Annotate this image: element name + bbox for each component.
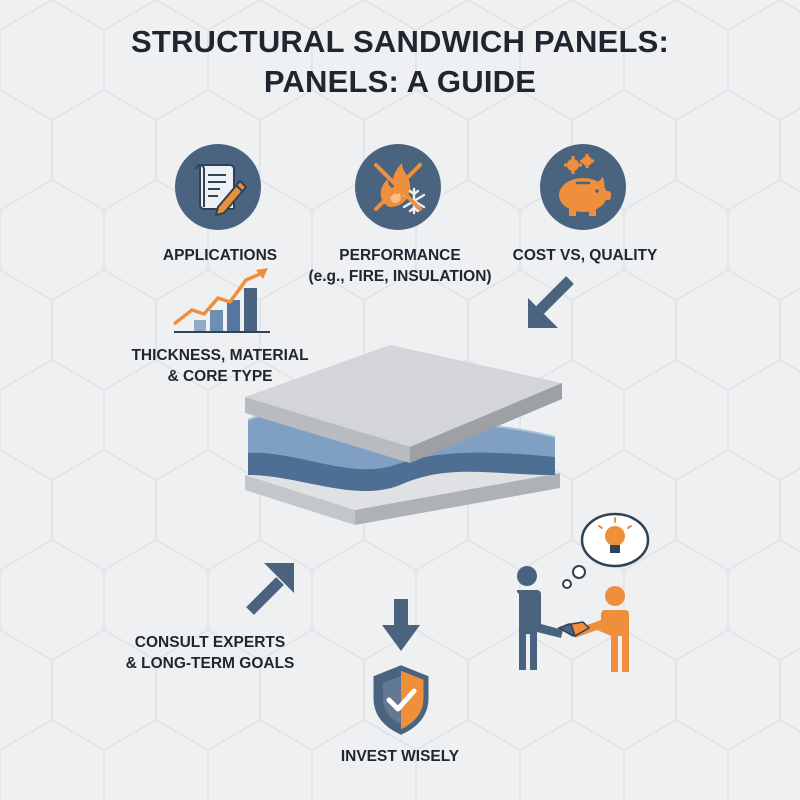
rising-bar-chart-icon [172, 268, 270, 333]
performance-label: PERFORMANCE (e.g., FIRE, INSULATION) [308, 247, 492, 285]
arrow-down-left-icon [528, 276, 574, 328]
page-title: STRUCTURAL SANDWICH PANELS: PANELS: A GU… [0, 22, 800, 102]
thickness-label: THICKNESS, MATERIAL & CORE TYPE [131, 347, 309, 385]
handshake-people-icon [516, 512, 650, 672]
document-pencil-icon [175, 144, 261, 230]
lightbulb-thought-icon [562, 512, 650, 589]
title-line-2: PANELS: A GUIDE [263, 64, 537, 99]
piggy-bank-gears-icon [540, 144, 626, 230]
sandwich-panel-illustration [245, 345, 562, 525]
invest-label: INVEST WISELY [340, 748, 460, 765]
applications-label: APPLICATIONS [162, 247, 278, 264]
consult-label: CONSULT EXPERTS & LONG-TERM GOALS [125, 634, 295, 672]
cost-quality-label: COST VS, QUALITY [512, 247, 658, 264]
shield-check-icon [373, 665, 429, 735]
title-line-1: STRUCTURAL SANDWICH PANELS: [130, 24, 670, 59]
arrow-up-right-icon [246, 563, 294, 615]
arrow-down-icon [382, 599, 420, 651]
fire-snowflake-crossed-icon [355, 144, 441, 230]
